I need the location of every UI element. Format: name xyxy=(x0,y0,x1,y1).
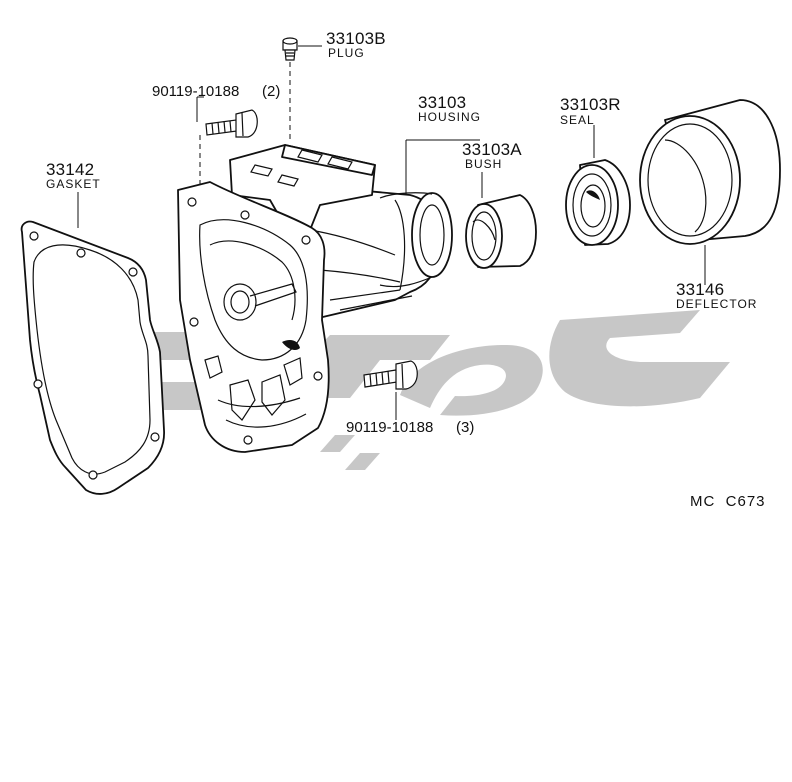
lower-bolt-part xyxy=(363,360,418,390)
deflector-part-name: DEFLECTOR xyxy=(676,297,757,311)
gasket-part xyxy=(20,220,165,495)
seal-part-name: SEAL xyxy=(560,113,595,127)
label-plug: 33103B PLUG xyxy=(326,29,386,60)
upper-bolt-qty: (2) xyxy=(262,83,280,100)
gasket-part-number: 33142 xyxy=(46,160,94,179)
label-bush: 33103A BUSH xyxy=(462,140,522,171)
housing-part-number: 33103 xyxy=(418,93,466,112)
label-housing: 33103 HOUSING xyxy=(418,93,481,124)
seal-part-number: 33103R xyxy=(560,95,621,114)
label-upper-bolt: 90119-10188 (2) xyxy=(152,83,280,100)
plug-part-name: PLUG xyxy=(328,46,365,60)
housing-part xyxy=(177,144,453,453)
deflector-part-number: 33146 xyxy=(676,280,724,299)
lower-bolt-part-number: 90119-10188 xyxy=(346,419,433,436)
plug-part-number: 33103B xyxy=(326,29,386,48)
gasket-part-name: GASKET xyxy=(46,177,101,191)
leader-lines xyxy=(77,45,706,420)
lower-bolt-qty: (3) xyxy=(456,419,474,436)
bush-part xyxy=(465,194,537,269)
plug-part xyxy=(282,37,298,140)
housing-part-name: HOUSING xyxy=(418,110,481,124)
deflector-part xyxy=(639,99,781,245)
diagram-code: MC C673 xyxy=(690,493,766,510)
label-lower-bolt: 90119-10188 (3) xyxy=(346,419,474,436)
upper-bolt-part-number: 90119-10188 xyxy=(152,83,239,100)
upper-bolt-part xyxy=(199,109,258,185)
label-gasket: 33142 GASKET xyxy=(46,160,101,191)
bush-part-name: BUSH xyxy=(465,157,502,171)
bush-part-number: 33103A xyxy=(462,140,522,159)
label-seal: 33103R SEAL xyxy=(560,95,621,127)
label-deflector: 33146 DEFLECTOR xyxy=(676,280,757,311)
seal-part xyxy=(565,159,631,246)
